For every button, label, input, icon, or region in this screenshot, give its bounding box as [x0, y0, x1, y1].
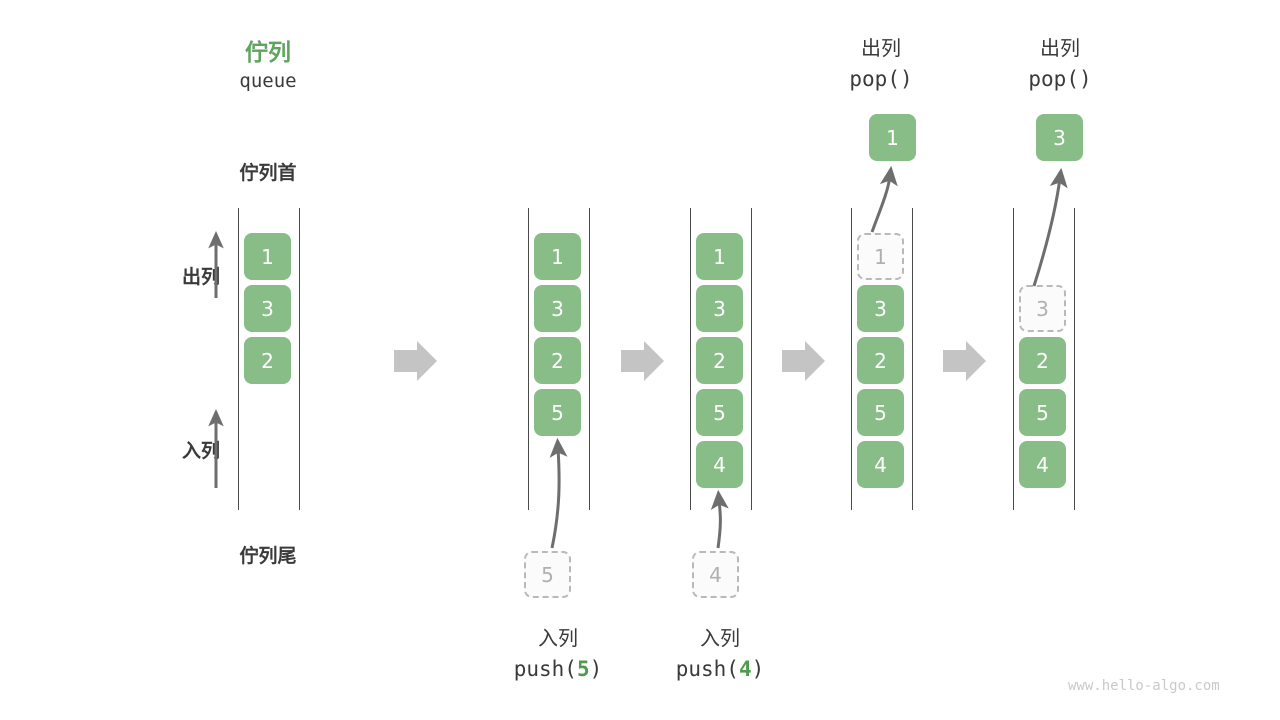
queue-cell-vacated: 3: [1019, 285, 1066, 332]
queue-rail-right: [912, 208, 913, 510]
push-arrow-icon: [549, 437, 568, 549]
queue-cell-vacated: 1: [857, 233, 904, 280]
enqueue-direction-label: 入列: [181, 440, 220, 462]
queue-cell: 4: [1019, 441, 1066, 488]
queue-rail-left: [690, 208, 691, 510]
pop-caption-cn: 出列: [1040, 36, 1080, 60]
queue-cell: 2: [857, 337, 904, 384]
push-arg: 4: [738, 657, 752, 681]
queue-cell: 1: [534, 233, 581, 280]
incoming-element: 4: [692, 551, 739, 598]
diagram-title-en: queue: [239, 70, 297, 92]
step-arrow-icon: [621, 341, 664, 381]
queue-cell: 2: [534, 337, 581, 384]
queue-cell: 2: [244, 337, 291, 384]
step-arrow-icon: [782, 341, 825, 381]
queue-cell: 5: [1019, 389, 1066, 436]
popped-element: 3: [1036, 114, 1083, 161]
queue-rail-right: [589, 208, 590, 510]
queue-rail-left: [1013, 208, 1014, 510]
queue-rail-left: [238, 208, 239, 510]
queue-rail-right: [299, 208, 300, 510]
queue-cell: 3: [244, 285, 291, 332]
incoming-element: 5: [524, 551, 571, 598]
push-caption-code: push(4): [675, 657, 765, 681]
push-caption-cn: 入列: [538, 626, 578, 650]
push-caption-cn: 入列: [700, 626, 740, 650]
pop-arrow-icon: [870, 165, 898, 233]
pop-caption-cn: 出列: [861, 36, 901, 60]
queue-head-label: 佇列首: [239, 162, 297, 184]
push-caption-code: push(5): [513, 657, 603, 681]
popped-element: 1: [869, 114, 916, 161]
queue-cell: 5: [857, 389, 904, 436]
pop-arrow-icon: [1032, 167, 1068, 287]
push-arrow-icon: [710, 489, 729, 549]
queue-cell: 4: [696, 441, 743, 488]
pop-caption-code: pop(): [849, 67, 913, 91]
watermark: www.hello-algo.com: [1068, 678, 1220, 694]
push-arg: 5: [576, 657, 590, 681]
queue-cell: 1: [244, 233, 291, 280]
queue-cell: 2: [696, 337, 743, 384]
queue-cell: 3: [696, 285, 743, 332]
queue-rail-right: [751, 208, 752, 510]
queue-cell: 5: [696, 389, 743, 436]
dequeue-direction-label: 出列: [181, 266, 220, 288]
queue-cell: 4: [857, 441, 904, 488]
queue-rail-left: [528, 208, 529, 510]
queue-rail-right: [1074, 208, 1075, 510]
queue-cell: 5: [534, 389, 581, 436]
queue-rail-left: [851, 208, 852, 510]
step-arrow-icon: [394, 341, 437, 381]
queue-cell: 2: [1019, 337, 1066, 384]
queue-cell: 1: [696, 233, 743, 280]
queue-cell: 3: [857, 285, 904, 332]
queue-tail-label: 佇列尾: [239, 545, 297, 567]
queue-cell: 3: [534, 285, 581, 332]
step-arrow-icon: [943, 341, 986, 381]
pop-caption-code: pop(): [1028, 67, 1092, 91]
diagram-title-cn: 佇列: [245, 40, 291, 66]
